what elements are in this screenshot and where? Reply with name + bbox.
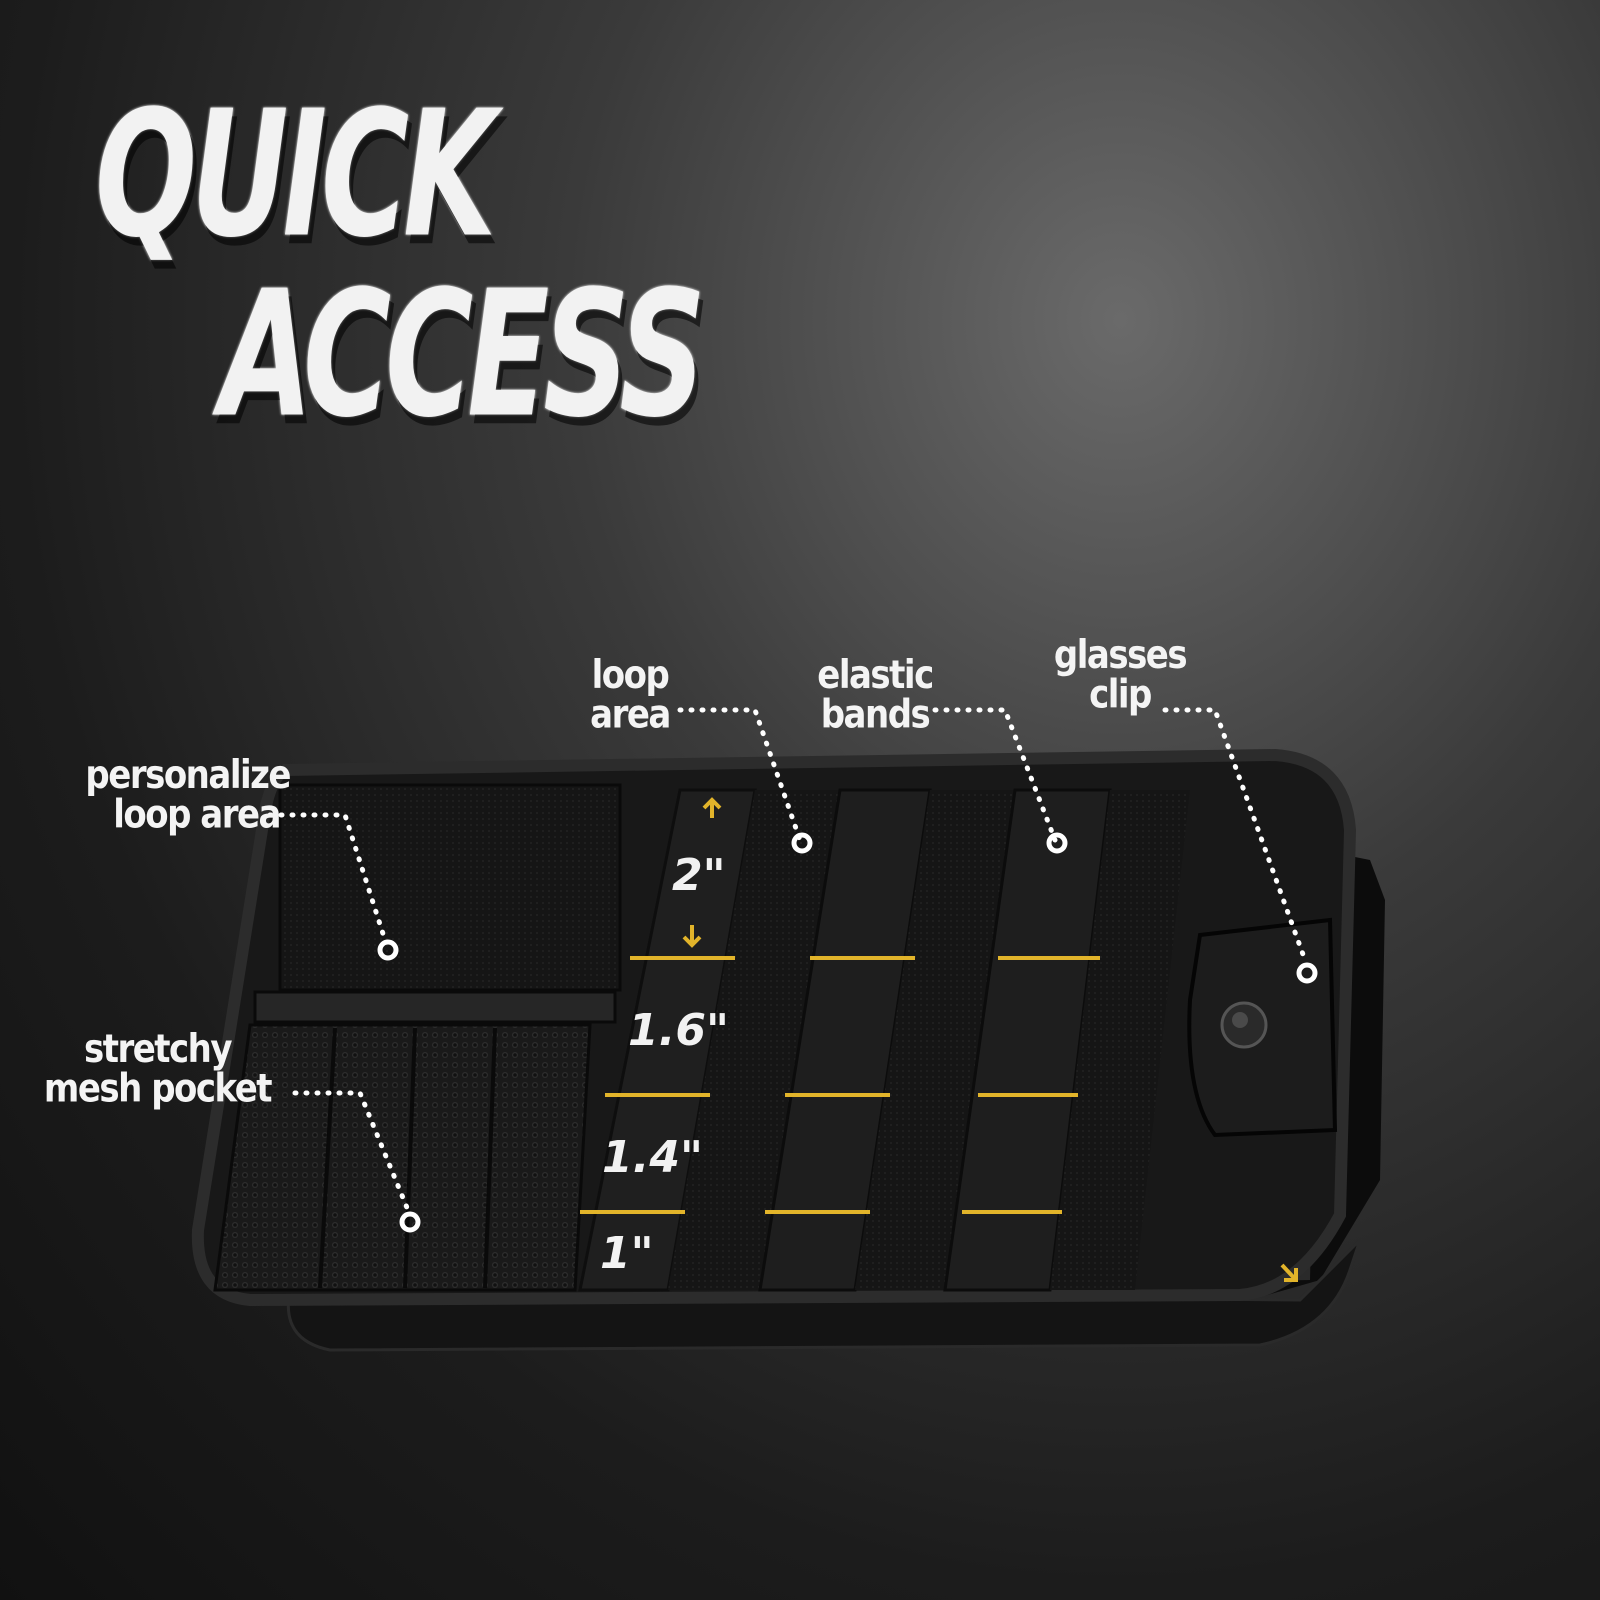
elastic-bands-dot (1046, 832, 1068, 854)
ruler-mark-1in: 1" (600, 1228, 654, 1279)
personalize-loop-patch (278, 783, 622, 992)
callout-glasses-clip-line1: glasses (1053, 632, 1188, 679)
velcro-column-1 (668, 790, 840, 1290)
callout-loop-area-line1: loop (591, 652, 670, 699)
callout-dots (377, 832, 1318, 1233)
ruler-mark-1-6in: 1.6" (628, 1005, 729, 1056)
ruler-mark-2in: 2" (672, 850, 726, 901)
callout-mesh-pocket-line1: stretchy (83, 1026, 233, 1073)
callout-mesh-pocket: stretchy mesh pocket (30, 1030, 285, 1108)
ruler-mark-1-4in: 1.4" (602, 1132, 703, 1183)
callout-elastic-bands-line2: bands (820, 691, 931, 738)
loop-area-dot (791, 832, 813, 854)
size-guide-lines (580, 956, 1100, 1214)
velcro-column-3 (1050, 790, 1190, 1290)
callout-mesh-pocket-line2: mesh pocket (43, 1065, 273, 1112)
ruler-arrows (682, 797, 722, 948)
callout-personalize: personalize loop area (55, 752, 291, 838)
callout-leaders (267, 707, 1308, 1218)
pocket-strap (253, 990, 617, 1024)
mesh-pocket-dot (399, 1211, 421, 1233)
corner-arrow-icon (1280, 1263, 1298, 1282)
callout-elastic-bands-line1: elastic (817, 652, 934, 699)
callout-personalize-line1: personalize (85, 752, 291, 799)
headline-line-1: QUICK (95, 75, 496, 277)
callout-personalize-line2: loop area (113, 791, 281, 838)
callout-elastic-bands: elastic bands (805, 656, 945, 734)
callout-glasses-clip: glasses clip (1040, 636, 1200, 714)
callout-glasses-clip-line2: clip (1089, 671, 1152, 718)
callout-loop-area-line2: area (590, 691, 671, 738)
headline-line-2: ACCESS (220, 255, 706, 457)
personalize-dot (377, 939, 399, 961)
callout-loop-area: loop area (580, 656, 680, 734)
glasses-clip-dot (1296, 962, 1318, 984)
headline: QUICK ACCESS (0, 0, 1600, 460)
velcro-column-2 (855, 790, 1015, 1290)
